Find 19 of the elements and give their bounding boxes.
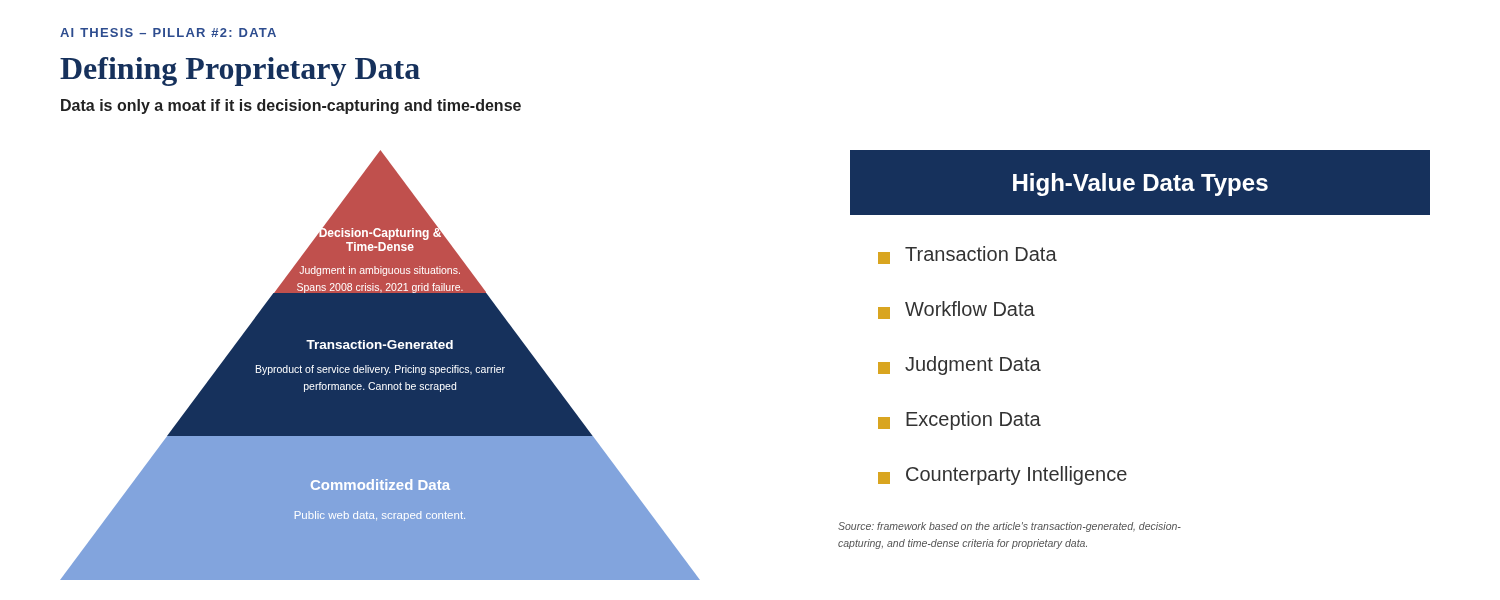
subtitle: Data is only a moat if it is decision-capturing and time-dense xyxy=(60,97,522,115)
tier-description: Public web data, scraped content. xyxy=(292,508,468,523)
slide-title: Defining Proprietary Data xyxy=(60,50,421,87)
tier-heading: Transaction-Generated xyxy=(305,337,455,352)
list-item: Transaction Data xyxy=(905,243,1057,266)
list-item: Counterparty Intelligence xyxy=(905,463,1128,486)
source-note: Source: framework based on the article's transaction-generated, decision-capturing, and time-dense criteria for proprietary data. xyxy=(838,519,1182,552)
tier-description: Byproduct of service delivery. Pricing specifics, carrier performance. Cannot be scraped xyxy=(253,362,507,394)
tier-heading: Decision-Capturing & Time-Dense xyxy=(317,226,443,254)
pyramid-tier xyxy=(167,293,593,436)
list-item: Judgment Data xyxy=(905,353,1041,376)
pyramid-tier xyxy=(273,150,487,293)
header-bar: High-Value Data Types xyxy=(850,150,1430,215)
tier-heading: Commoditized Data xyxy=(309,476,451,493)
kicker-text: AI THESIS – PILLAR #2: DATA xyxy=(60,25,278,40)
tier-description: Judgment in ambiguous situations. Spans 2008 crisis, 2021 grid failure. xyxy=(295,263,465,295)
list-item: Exception Data xyxy=(905,408,1041,431)
list-item: Workflow Data xyxy=(905,298,1035,321)
pyramid-tier xyxy=(60,436,700,580)
